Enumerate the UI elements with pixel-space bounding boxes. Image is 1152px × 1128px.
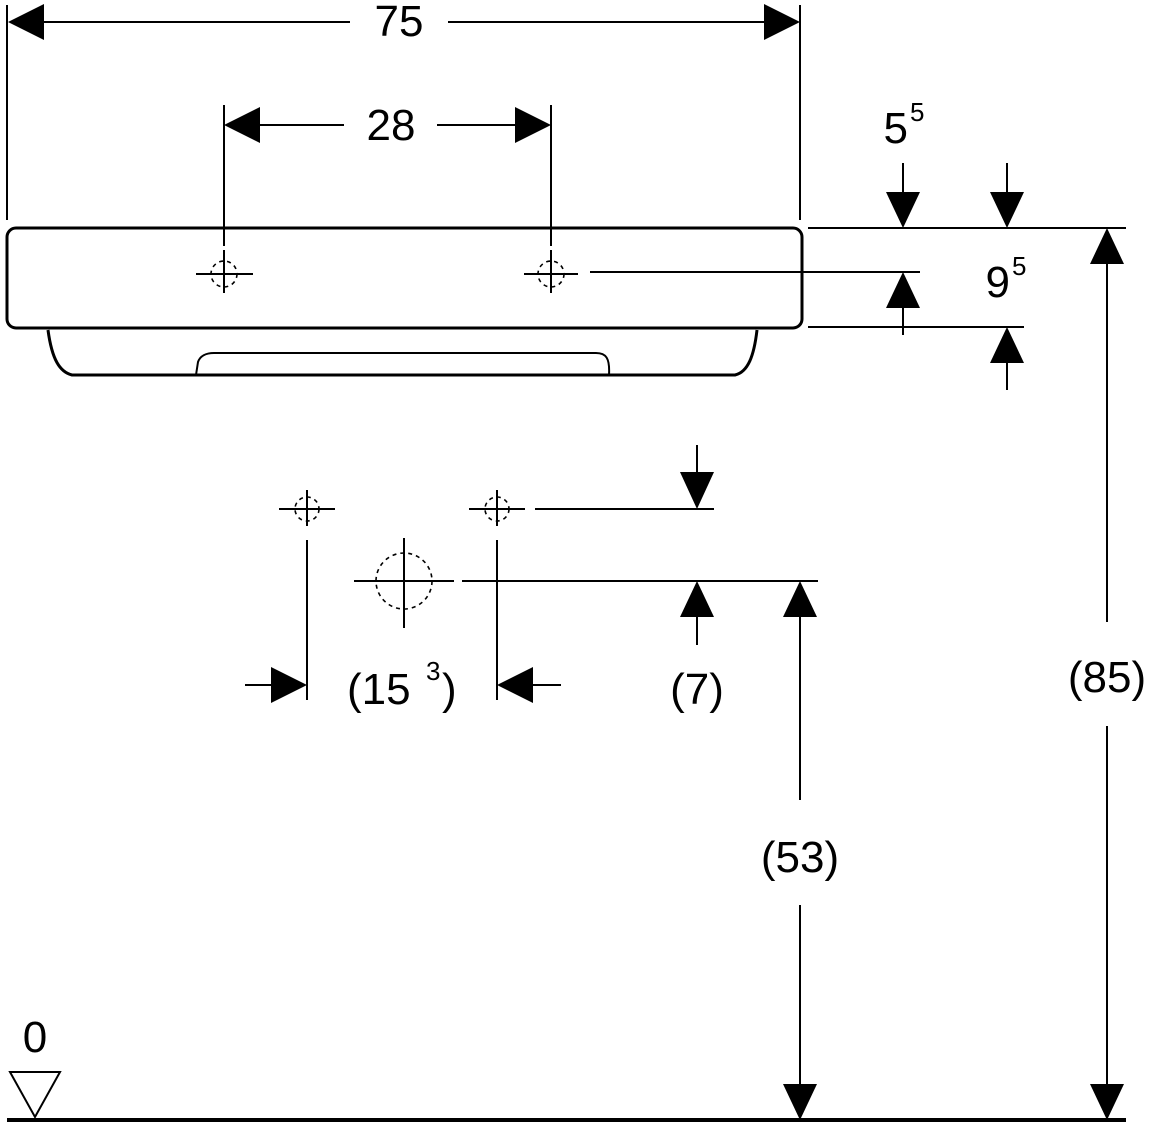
waste-height-label: (53) [761,833,839,882]
supply-pipe-right [469,490,525,700]
overall-width-label: 75 [375,0,424,46]
dimension-supply-to-waste: (7) [462,445,818,714]
tap-spacing-label: 28 [367,101,416,150]
dimension-rim-offset: 5 5 [884,97,1024,228]
basin-outline [5,226,804,377]
dimension-rim-thickness: 9 5 [886,251,1026,390]
waste-outlet [354,538,454,628]
rim-thickness-label: 9 [986,258,1010,307]
rim-offset-superscript: 5 [910,97,924,127]
extension-lines-right [590,227,1126,328]
floor-level-label: 0 [23,1013,47,1062]
dimension-supply-spacing: (15 3 ) [245,656,561,714]
supply-spacing-close: ) [442,665,457,714]
tap-hole-left [196,250,253,293]
rim-offset-label: 5 [884,104,908,153]
dimension-overall-width: 75 [6,0,801,220]
dimension-waste-height: (53) [761,581,839,1120]
tap-hole-right [524,250,578,293]
supply-spacing-superscript: 3 [426,656,440,686]
supply-pipe-left [279,490,335,700]
floor-level: 0 [7,1013,1126,1122]
supply-to-waste-label: (7) [670,665,724,714]
rim-thickness-superscript: 5 [1012,251,1026,281]
dimension-tap-spacing: 28 [223,101,552,246]
rim-height-label: (85) [1068,653,1146,702]
supply-spacing-label: (15 [347,665,411,714]
dimension-rim-height: (85) [1068,228,1146,1120]
